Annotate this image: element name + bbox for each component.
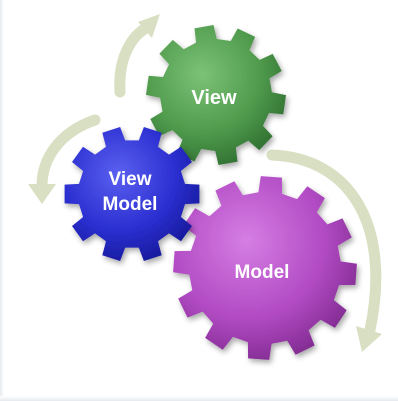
view-model-gear-label-line-2: Model (103, 194, 158, 215)
frame-shadow-left (0, 0, 4, 401)
view-gear: View (146, 25, 286, 165)
arrowhead-icon (28, 184, 56, 204)
view-model-gear: View Model (64, 127, 200, 261)
arrowhead-icon (356, 326, 382, 352)
view-gear-label: View (191, 87, 237, 109)
arrowhead-icon (138, 14, 160, 38)
frame-shadow-bottom (0, 396, 398, 401)
arrow-view-to-view-model (36, 114, 101, 192)
arrow-view-to-model (266, 149, 382, 336)
cycle-arrows (28, 14, 382, 352)
model-gear: Model (173, 176, 357, 360)
view-model-gear-label-line-1: View (109, 169, 152, 190)
model-gear-label: Model (235, 262, 290, 283)
arrow-view-model-to-view (114, 20, 156, 98)
